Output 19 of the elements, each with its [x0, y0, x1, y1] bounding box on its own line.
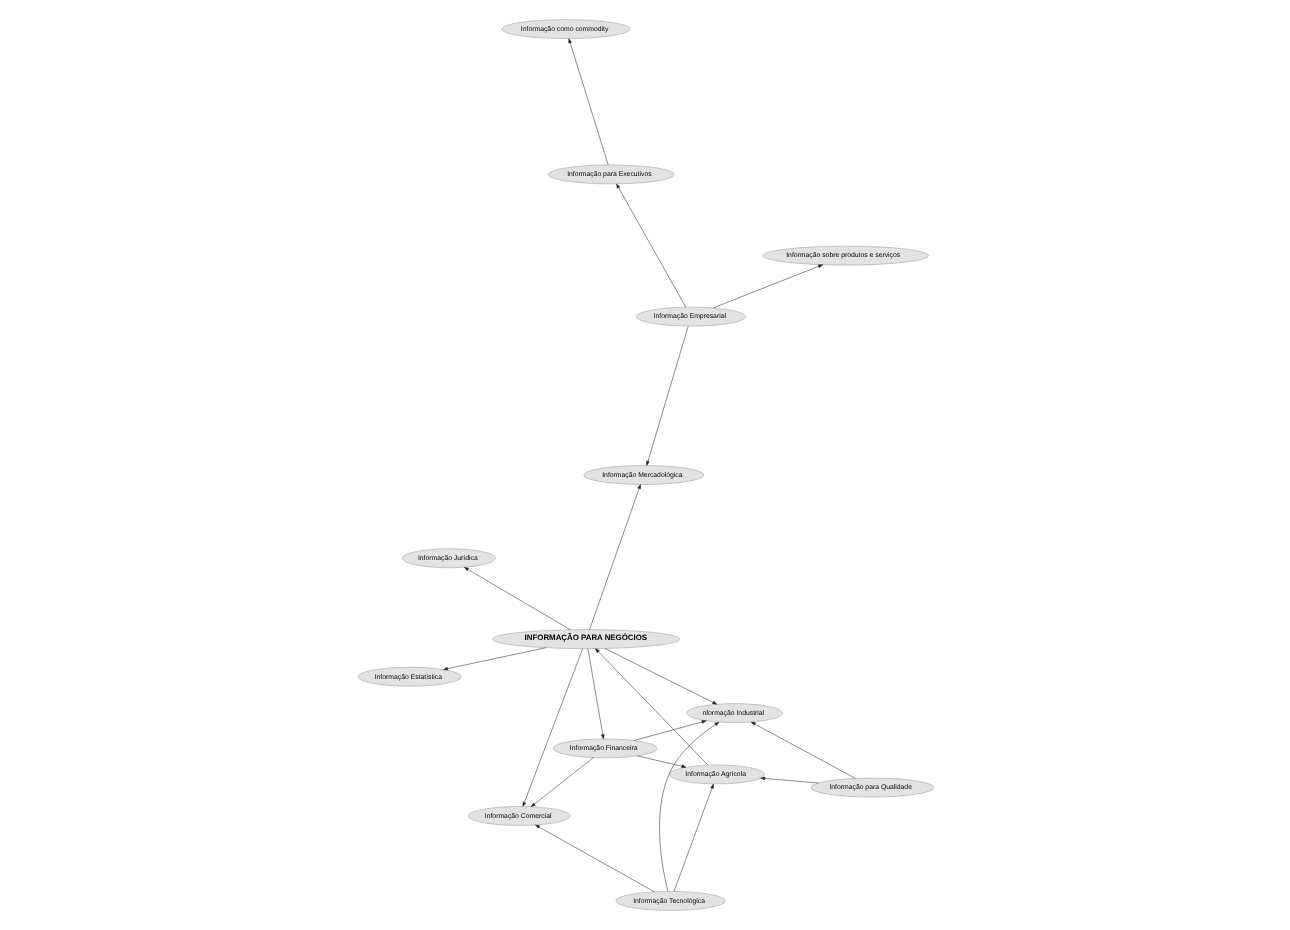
arrow [712, 264, 822, 309]
arrow [759, 776, 818, 784]
arrow [529, 757, 593, 807]
arrow [645, 326, 688, 466]
arrow [749, 721, 855, 779]
arrow [594, 648, 708, 766]
arrow [586, 648, 604, 740]
arrow [603, 648, 717, 705]
arrow [632, 720, 706, 741]
arrow [636, 755, 686, 768]
arrow [588, 484, 640, 630]
arrow [658, 721, 719, 892]
arrow [442, 647, 546, 671]
arrow [534, 824, 654, 893]
arrow [615, 183, 685, 308]
arrow [567, 38, 608, 166]
arrow [672, 783, 713, 892]
arrow [463, 567, 570, 631]
arrow [521, 648, 582, 807]
